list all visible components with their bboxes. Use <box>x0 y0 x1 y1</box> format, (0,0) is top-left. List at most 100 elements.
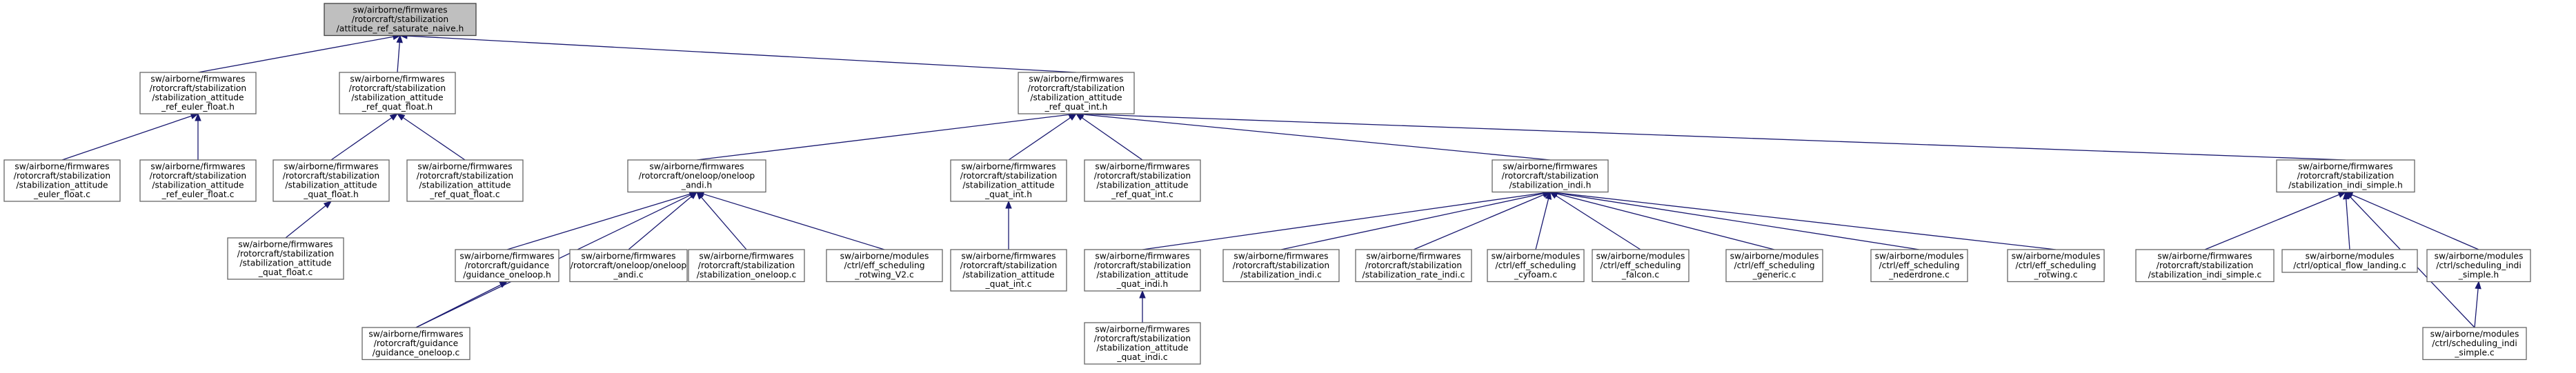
node-label-line: sw/airborne/firmwares <box>238 240 333 250</box>
node-ref-quat-int-h[interactable]: sw/airborne/firmwares/rotorcraft/stabili… <box>1018 72 1135 114</box>
node-label-line: sw/airborne/modules <box>2012 252 2101 261</box>
node-label-line: _cyfoam.c <box>1514 270 1557 280</box>
node-label-line: sw/airborne/modules <box>840 252 929 261</box>
node-label-line: sw/airborne/firmwares <box>2157 252 2252 261</box>
node-guidance-oneloop-c[interactable]: sw/airborne/firmwares/rotorcraft/guidanc… <box>361 327 470 361</box>
arrowhead-icon <box>323 201 333 209</box>
node-euler-float-c[interactable]: sw/airborne/firmwares/rotorcraft/stabili… <box>3 159 121 202</box>
node-label-line: /rotorcraft/stabilization <box>237 249 334 259</box>
edge-rotwing-v2-c-to-oneloop-andi-h <box>695 191 885 250</box>
node-box <box>3 159 121 202</box>
node-label-line: _euler_float.c <box>33 190 90 199</box>
node-quat-int-c[interactable]: sw/airborne/firmwares/rotorcraft/stabili… <box>950 249 1067 292</box>
node-guidance-oneloop-h[interactable]: sw/airborne/firmwares/rotorcraft/guidanc… <box>455 249 559 283</box>
node-label-line: sw/airborne/firmwares <box>1095 325 1189 334</box>
node-indi-simple-h[interactable]: sw/airborne/firmwares/rotorcraft/stabili… <box>2276 159 2415 193</box>
node-label-line: /stabilization_attitude <box>285 181 377 190</box>
node-quat-indi-h[interactable]: sw/airborne/firmwares/rotorcraft/stabili… <box>1084 249 1201 292</box>
node-indi-h[interactable]: sw/airborne/firmwares/rotorcraft/stabili… <box>1492 159 1609 193</box>
node-label-line: _quat_indi.c <box>1116 352 1167 362</box>
edge-line <box>1556 195 1641 250</box>
node-indi-simple-c[interactable]: sw/airborne/firmwares/rotorcraft/stabili… <box>2135 249 2275 283</box>
node-ref-euler-float-c[interactable]: sw/airborne/firmwares/rotorcraft/stabili… <box>139 159 257 202</box>
node-cyfoam-c[interactable]: sw/airborne/modules/ctrl/eff_scheduling_… <box>1487 249 1585 283</box>
node-rotwing-c[interactable]: sw/airborne/modules/ctrl/eff_scheduling_… <box>2007 249 2105 283</box>
node-label-line: sw/airborne/modules <box>1875 252 1964 261</box>
node-rate-indi-c[interactable]: sw/airborne/firmwares/rotorcraft/stabili… <box>1355 249 1472 283</box>
edge-guidance-oneloop-c-to-guidance-oneloop-h <box>415 281 508 328</box>
node-label-line: sw/airborne/firmwares <box>1233 252 1328 261</box>
edge-line <box>285 205 326 239</box>
node-label-line: /stabilization_attitude <box>962 181 1054 190</box>
edge-guidance-oneloop-h-to-oneloop-andi-h <box>506 191 698 250</box>
node-optical-flow-c[interactable]: sw/airborne/modules/ctrl/optical_flow_la… <box>2281 249 2418 273</box>
node-oneloop-andi-c[interactable]: sw/airborne/firmwares/rotorcraft/oneloop… <box>569 249 688 283</box>
edges-layer <box>61 32 2481 328</box>
arrowhead-icon <box>1068 113 1078 121</box>
edge-line <box>415 284 502 328</box>
node-box <box>1492 159 1609 193</box>
arrowhead-icon <box>2345 191 2353 200</box>
edge-line <box>1413 194 1545 250</box>
node-label-line: /rotorcraft/stabilization <box>960 261 1057 270</box>
edge-line <box>1081 117 1143 161</box>
node-label-line: _quat_float.h <box>303 190 359 199</box>
node-quat-int-h[interactable]: sw/airborne/firmwares/rotorcraft/stabili… <box>950 159 1067 202</box>
node-box <box>688 249 805 283</box>
node-rotwing-v2-c[interactable]: sw/airborne/modules/ctrl/eff_scheduling_… <box>826 249 943 283</box>
edge-ref-euler-float-c-to-ref-euler-float-h <box>195 112 201 160</box>
node-box <box>1084 322 1201 365</box>
node-box <box>227 237 344 280</box>
edge-line <box>406 35 1077 73</box>
node-ref-quat-float-h[interactable]: sw/airborne/firmwares/rotorcraft/stabili… <box>339 72 456 114</box>
node-label-line: /rotorcraft/stabilization <box>417 171 513 181</box>
node-label-line: /rotorcraft/stabilization <box>1028 83 1124 93</box>
node-ref-quat-int-c[interactable]: sw/airborne/firmwares/rotorcraft/stabili… <box>1084 159 1201 202</box>
node-oneloop-andi-h[interactable]: sw/airborne/firmwares/rotorcraft/oneloop… <box>627 159 766 193</box>
edge-line <box>197 36 394 73</box>
edge-line <box>2346 199 2350 250</box>
node-generic-c[interactable]: sw/airborne/modules/ctrl/eff_scheduling_… <box>1725 249 1823 283</box>
edge-oneloop-andi-c-to-oneloop-andi-h <box>628 191 698 250</box>
edge-line <box>1280 192 1544 250</box>
node-label-line: /rotorcraft/stabilization <box>2157 261 2253 270</box>
node-label-line: /stabilization_attitude <box>1096 270 1188 280</box>
edge-line <box>1082 113 2346 161</box>
node-label-line: sw/airborne/firmwares <box>353 6 447 15</box>
node-sched-indi-simple-h[interactable]: sw/airborne/modules/ctrl/scheduling_indi… <box>2426 249 2531 283</box>
edge-indi-c-to-indi-h <box>1280 190 1552 250</box>
node-label-line: /stabilization_attitude <box>152 93 244 103</box>
node-label-line: /rotorcraft/stabilization <box>1094 334 1191 343</box>
node-stab-oneloop-c[interactable]: sw/airborne/firmwares/rotorcraft/stabili… <box>688 249 805 283</box>
node-quat-float-c[interactable]: sw/airborne/firmwares/rotorcraft/stabili… <box>227 237 344 280</box>
node-label-line: /rotorcraft/stabilization <box>1502 171 1598 181</box>
edge-ref-quat-float-h-to-root <box>396 34 403 73</box>
edge-line <box>397 42 400 73</box>
node-label-line: /rotorcraft/oneloop/oneloop <box>571 261 687 270</box>
node-box <box>2426 249 2531 283</box>
node-label-line: sw/airborne/firmwares <box>350 74 444 84</box>
node-label-line: /stabilization_attitude <box>16 181 108 190</box>
edge-indi-h-to-ref-quat-int-h <box>1075 111 1551 161</box>
node-label-line: /stabilization_indi.h <box>1509 181 1592 190</box>
node-falcon-c[interactable]: sw/airborne/modules/ctrl/eff_scheduling_… <box>1592 249 1690 283</box>
edge-sched-indi-simple-h-to-indi-simple-h <box>2344 191 2479 250</box>
node-label-line: /stabilization_attitude <box>962 270 1054 280</box>
node-label-line: /ctrl/eff_scheduling <box>1734 261 1814 270</box>
node-nederdrone-c[interactable]: sw/airborne/modules/ctrl/eff_scheduling_… <box>1870 249 1968 283</box>
edge-euler-float-c-to-ref-euler-float-h <box>61 112 199 161</box>
edge-line <box>696 114 1070 161</box>
node-label-line: /stabilization_attitude <box>152 181 244 190</box>
node-quat-float-h[interactable]: sw/airborne/firmwares/rotorcraft/stabili… <box>273 159 390 202</box>
edge-line <box>701 196 747 250</box>
node-indi-c[interactable]: sw/airborne/firmwares/rotorcraft/stabili… <box>1222 249 1340 283</box>
edge-quat-int-h-to-ref-quat-int-h <box>1008 113 1078 161</box>
node-ref-euler-float-h[interactable]: sw/airborne/firmwares/rotorcraft/stabili… <box>139 72 257 114</box>
node-label-line: _quat_int.h <box>984 190 1032 199</box>
node-ref-quat-float-c[interactable]: sw/airborne/firmwares/rotorcraft/stabili… <box>406 159 524 202</box>
node-label-line: /stabilization_attitude <box>1096 181 1188 190</box>
node-label-line: /rotorcraft/stabilization <box>1365 261 1462 270</box>
node-quat-indi-c[interactable]: sw/airborne/firmwares/rotorcraft/stabili… <box>1084 322 1201 365</box>
node-sched-indi-simple-c[interactable]: sw/airborne/modules/ctrl/scheduling_indi… <box>2422 327 2527 361</box>
node-label-line: /ctrl/eff_scheduling <box>1600 261 1681 270</box>
